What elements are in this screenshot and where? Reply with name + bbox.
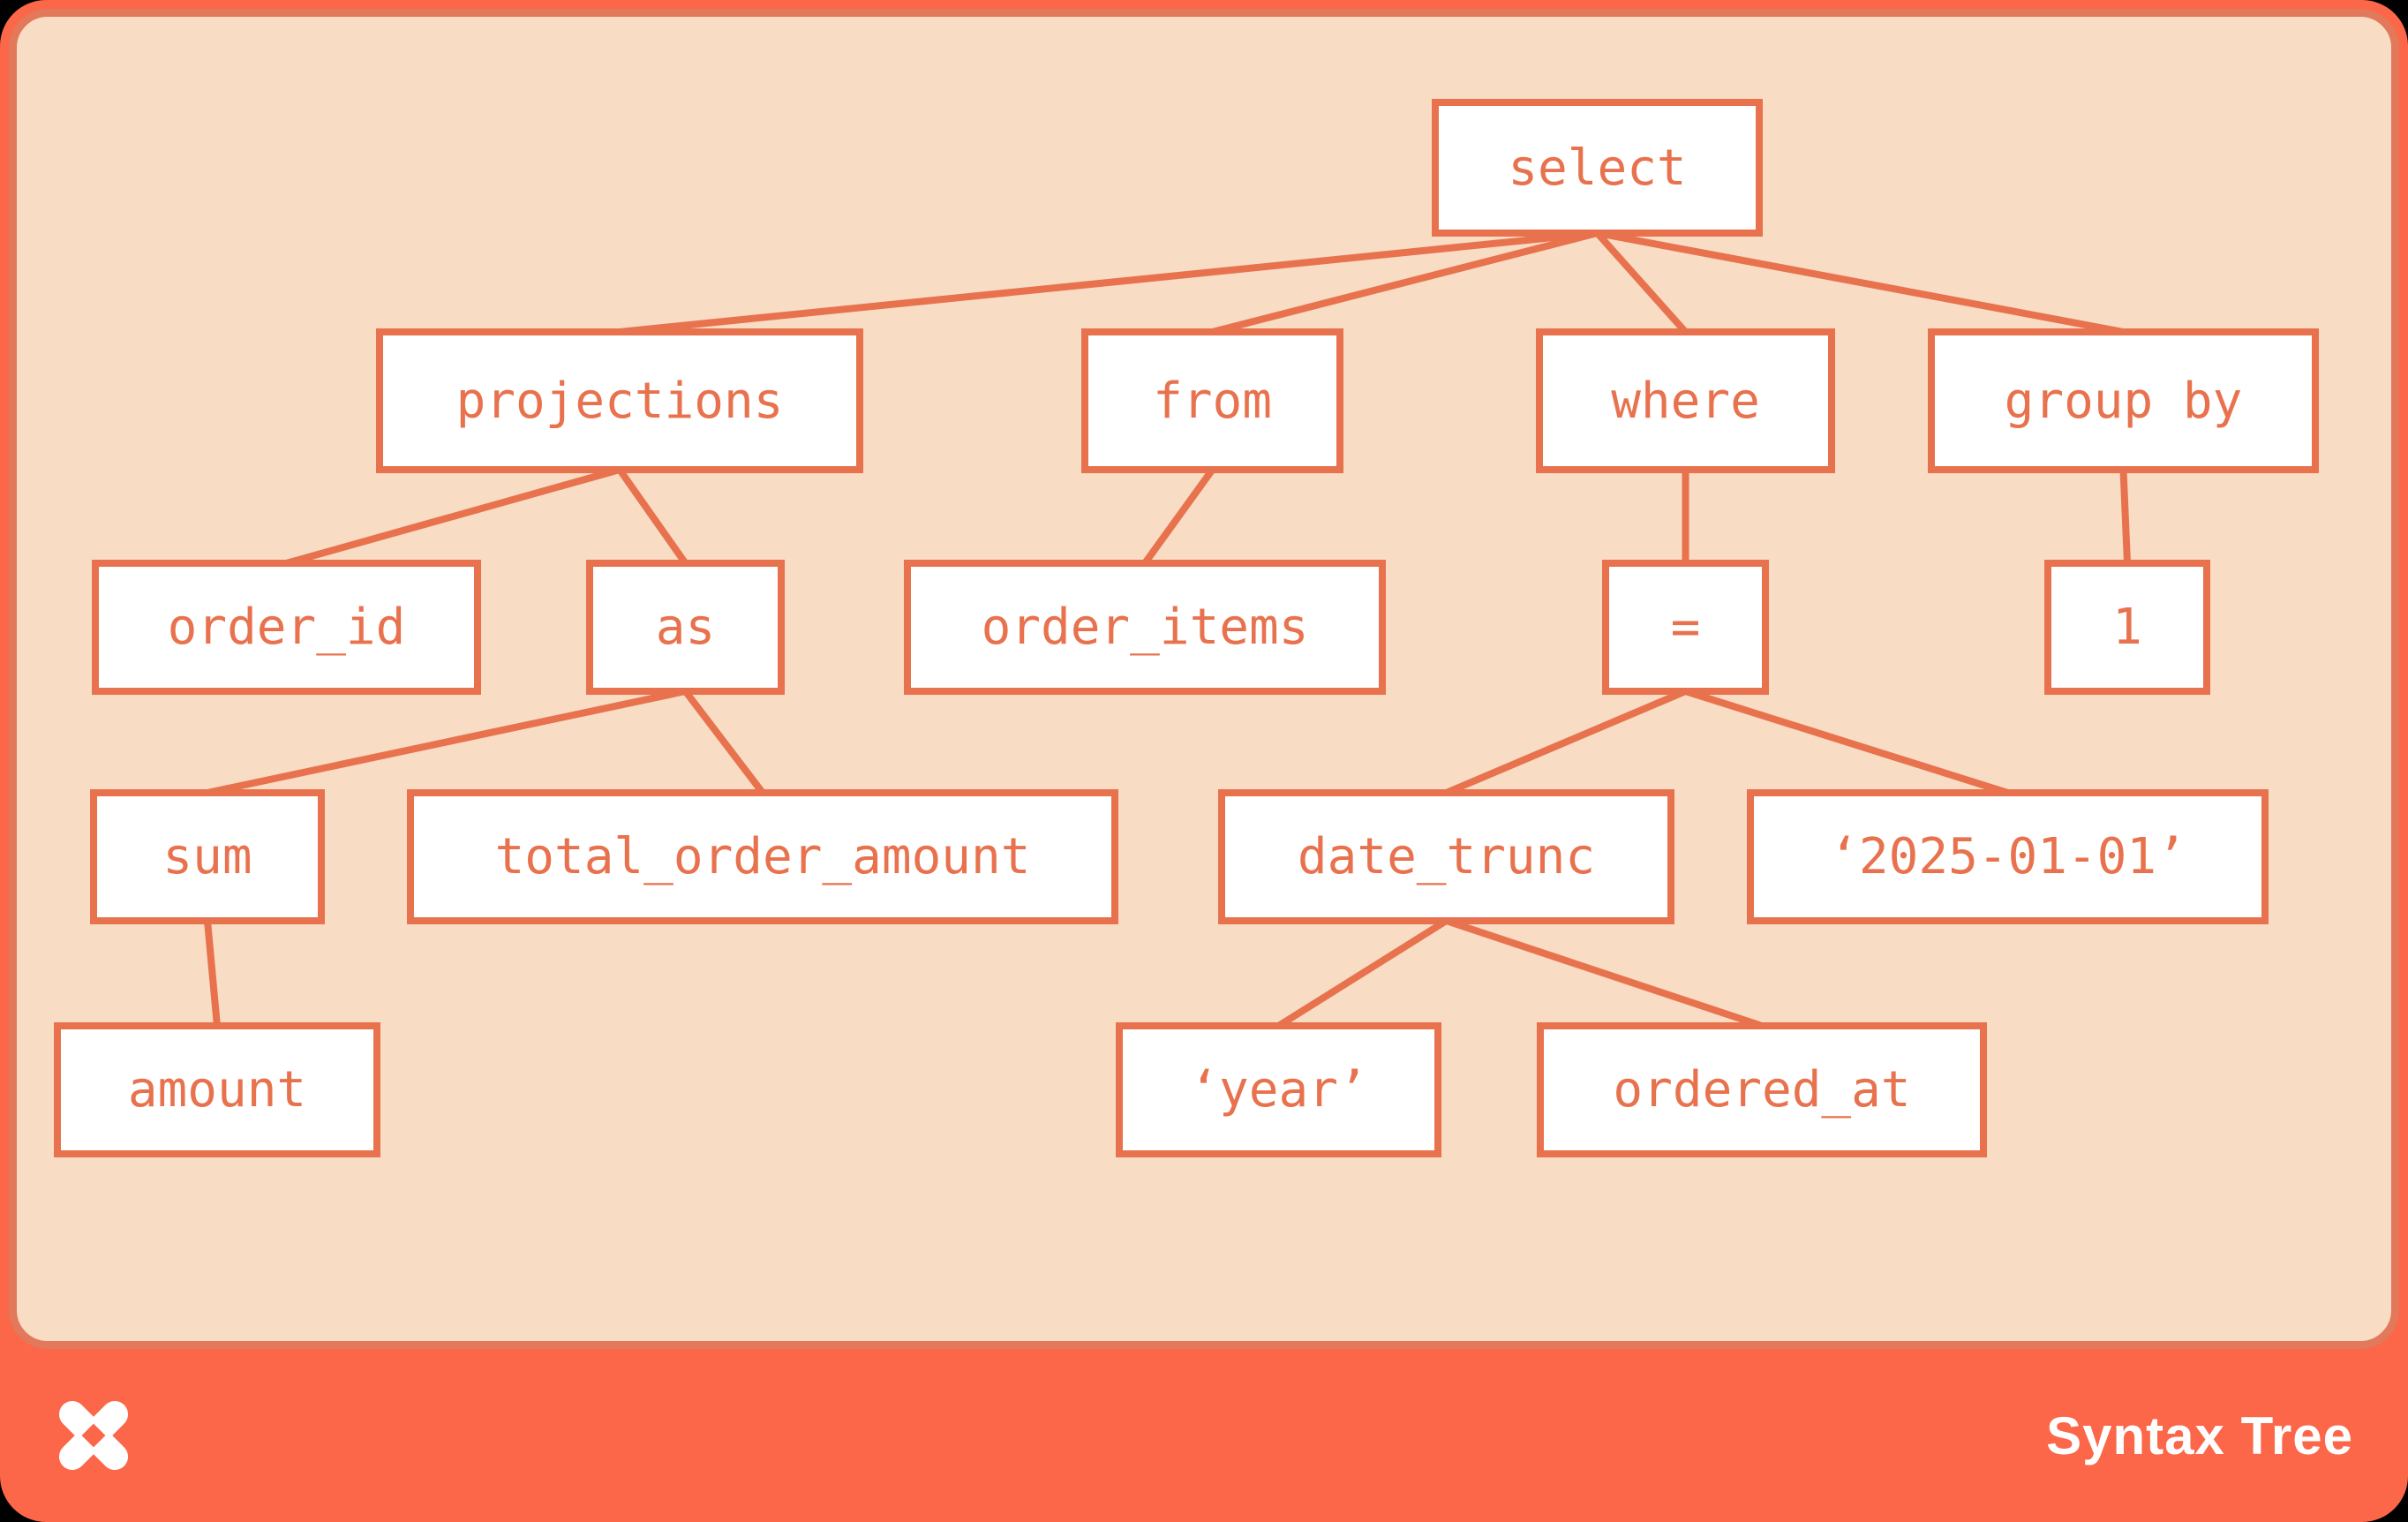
node-amount: amount	[54, 1022, 380, 1157]
node-total-order-amount: total_order_amount	[407, 789, 1118, 924]
node-order-items: order_items	[904, 560, 1386, 695]
node-one: 1	[2044, 560, 2210, 695]
node-eq: =	[1602, 560, 1769, 695]
node-sum: sum	[90, 789, 325, 924]
node-where: where	[1536, 328, 1835, 473]
node-select: select	[1432, 99, 1763, 237]
node-year-literal: ‘year’	[1116, 1022, 1441, 1157]
dagster-logo-icon	[58, 1400, 129, 1471]
node-order-id: order_id	[92, 560, 481, 695]
node-projections: projections	[376, 328, 863, 473]
node-date-literal: ‘2025-01-01’	[1747, 789, 2269, 924]
node-from: from	[1081, 328, 1343, 473]
footer: Syntax Tree	[0, 1349, 2408, 1522]
node-date-trunc: date_trunc	[1218, 789, 1674, 924]
node-ordered-at: ordered_at	[1537, 1022, 1987, 1157]
node-as: as	[586, 560, 785, 695]
footer-title: Syntax Tree	[2046, 1405, 2353, 1465]
node-group-by: group by	[1928, 328, 2319, 473]
